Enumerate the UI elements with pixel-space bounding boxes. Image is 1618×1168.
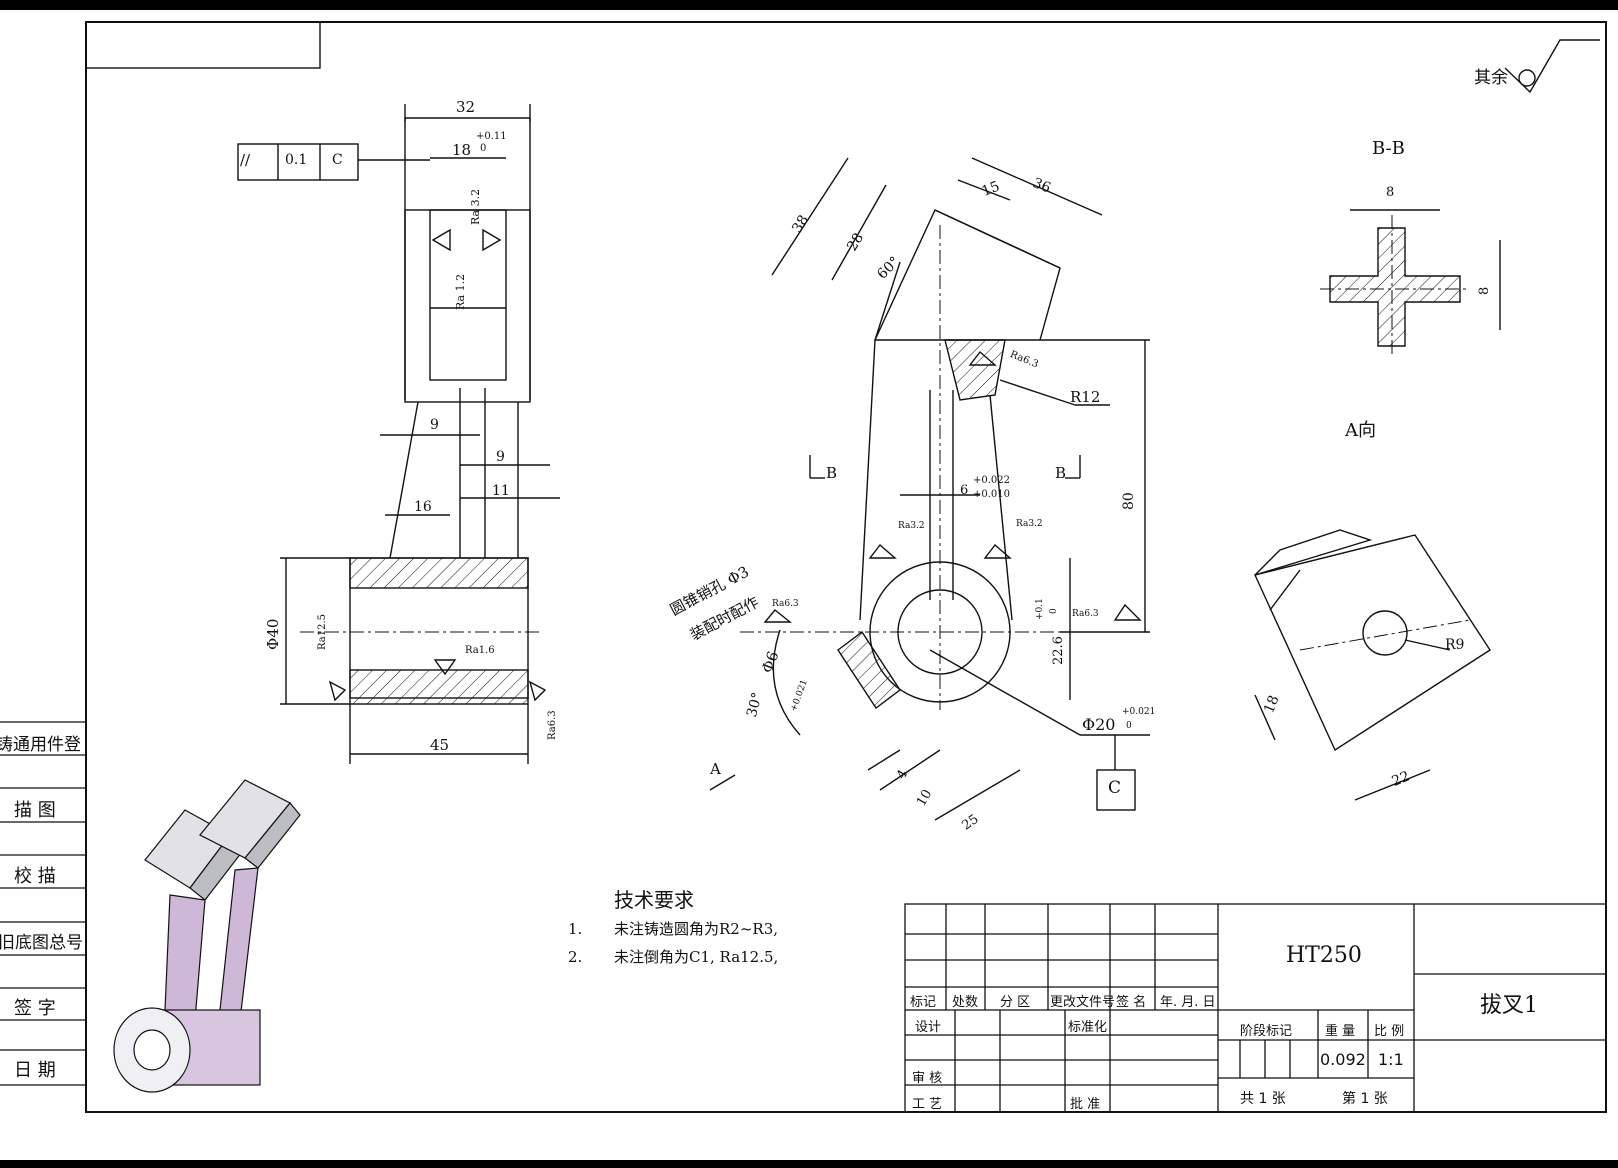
part-name: 拔叉1 xyxy=(1480,993,1538,1018)
rev-header-signature: 签 名 xyxy=(1116,995,1147,1010)
note-2-text: 未注倒角为C1, Ra12.5, xyxy=(614,948,779,966)
side-old-drawing-no: 旧底图总号 xyxy=(0,933,82,953)
ra-3-2-left: Ra3.2 xyxy=(898,521,925,531)
dim-18-tol-upper: +0.11 xyxy=(476,131,507,142)
ra-6-3-pin: Ra6.3 xyxy=(772,599,799,609)
weight-label: 重 量 xyxy=(1325,1024,1356,1039)
side-trace: 描 图 xyxy=(14,800,56,821)
dim-9-lower: 9 xyxy=(496,449,505,465)
view-a xyxy=(1254,529,1491,801)
view-arrow-a: A xyxy=(710,760,721,778)
ra-6-3-front: Ra6.3 xyxy=(547,710,558,740)
ra-1-2-label: Ra 1.2 xyxy=(454,273,467,310)
dim-16: 16 xyxy=(414,499,432,515)
dim-22-6: 22.6 xyxy=(1051,636,1066,665)
remaining-roughness-label: 其余 xyxy=(1474,68,1508,88)
standardize-label: 标准化 xyxy=(1068,1020,1108,1035)
side-date: 日 期 xyxy=(14,1060,56,1081)
scale-label: 比 例 xyxy=(1374,1024,1405,1039)
note-1-number: 1. xyxy=(568,920,583,938)
radius-r9: R9 xyxy=(1445,637,1465,653)
stage-mark-label: 阶段标记 xyxy=(1240,1024,1293,1039)
weight-value: 0.092 xyxy=(1320,1050,1366,1069)
main-view xyxy=(709,157,1150,821)
dim-11: 11 xyxy=(492,483,510,499)
dim-22-6-tol-upper: +0.1 xyxy=(1035,598,1045,620)
dim-45: 45 xyxy=(430,736,450,754)
ra-1-6-label: Ra1.6 xyxy=(465,645,495,656)
view-a-label: A向 xyxy=(1345,420,1376,441)
ra-12-5-label: Ra12.5 xyxy=(317,614,328,650)
material-label: HT250 xyxy=(1286,943,1362,968)
dim-6-tol-lower: +0.010 xyxy=(973,489,1011,500)
dim-6-tol-upper: +0.022 xyxy=(973,475,1011,486)
note-2-number: 2. xyxy=(568,948,583,966)
process-label: 工 艺 xyxy=(912,1097,943,1112)
dim-18-tol-lower: 0 xyxy=(480,143,487,154)
section-arrow-b-left: B xyxy=(826,464,838,482)
section-dim-8-right: 8 xyxy=(1477,286,1492,295)
dim-dia-20: Φ20 xyxy=(1082,715,1116,734)
sheets-total: 共 1 张 xyxy=(1240,1091,1286,1107)
dim-dia-20-tol-lower: 0 xyxy=(1126,721,1132,731)
dim-9-upper: 9 xyxy=(430,417,439,433)
approve-label: 批 准 xyxy=(1070,1097,1101,1112)
side-column-lines xyxy=(0,721,86,1086)
ra-6-3-hub: Ra6.3 xyxy=(1072,609,1099,619)
ra-3-2-label: Ra 3.2 xyxy=(469,188,482,225)
top-left-box xyxy=(85,21,321,69)
rev-header-mark: 标记 xyxy=(910,995,937,1010)
front-view xyxy=(237,104,560,764)
section-arrow-b-right: B xyxy=(1055,464,1067,482)
dim-32: 32 xyxy=(456,98,476,116)
design-label: 设计 xyxy=(915,1020,942,1035)
section-bb-label: B-B xyxy=(1372,138,1405,159)
parallelism-symbol: // xyxy=(240,151,251,169)
rev-header-zone: 分 区 xyxy=(1000,995,1031,1010)
scale-value: 1:1 xyxy=(1378,1050,1404,1069)
dim-6: 6 xyxy=(960,483,969,498)
datum-c-label: C xyxy=(1108,778,1122,798)
side-signature: 签 字 xyxy=(14,998,56,1019)
section-bb xyxy=(1320,209,1501,355)
dim-80: 80 xyxy=(1121,492,1137,510)
radius-r12: R12 xyxy=(1070,388,1101,406)
parallelism-datum: C xyxy=(332,152,343,168)
dim-18: 18 xyxy=(452,141,472,159)
parallelism-tolerance: 0.1 xyxy=(285,152,308,168)
rev-header-date: 年. 月. 日 xyxy=(1160,995,1216,1010)
section-dim-8-top: 8 xyxy=(1386,185,1395,200)
sheet-number: 第 1 张 xyxy=(1342,1091,1388,1107)
side-cast-register: 铸通用件登记 xyxy=(0,735,80,755)
drawing-border xyxy=(85,21,1607,1113)
dim-dia-20-tol-upper: +0.021 xyxy=(1122,707,1156,717)
dim-dia-40: Φ40 xyxy=(264,618,282,650)
note-1-text: 未注铸造圆角为R2~R3, xyxy=(614,920,779,938)
review-label: 审 核 xyxy=(912,1071,943,1086)
rev-header-change-doc: 更改文件号 xyxy=(1050,995,1116,1010)
rev-header-count: 处数 xyxy=(952,995,979,1010)
side-check-trace: 校 描 xyxy=(14,866,56,887)
roughness-symbol xyxy=(1504,39,1600,94)
drawing-sheet: 其余 B-B A向 技术要求 1. 未注铸造圆角为R2~R3, 2. 未注倒角为… xyxy=(0,10,1618,1160)
dim-22-6-tol-lower: 0 xyxy=(1049,608,1059,614)
engineering-drawing xyxy=(0,21,1607,1113)
title-block xyxy=(904,903,1607,1113)
iso-3d-model xyxy=(113,779,301,1093)
tech-requirements-title: 技术要求 xyxy=(614,888,694,912)
ra-3-2-right: Ra3.2 xyxy=(1016,519,1043,529)
